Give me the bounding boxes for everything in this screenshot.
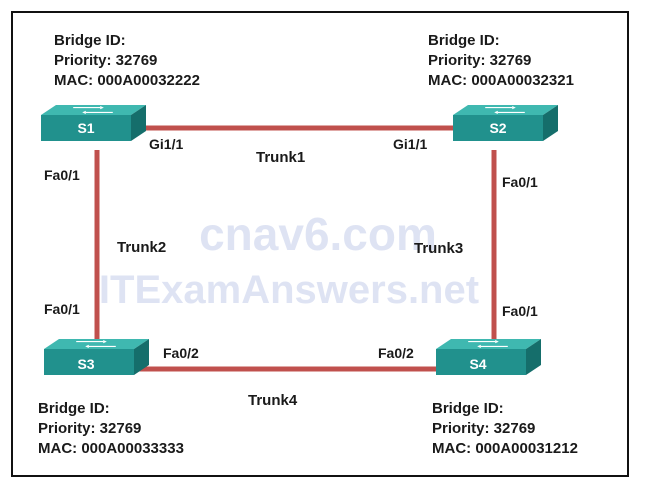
s3-mac-label: MAC: 000A00033333 [38, 440, 184, 457]
switch-name: S2 [489, 120, 506, 136]
switch-top-face [436, 339, 541, 349]
switch-top-face [453, 105, 558, 115]
switch-side-face [131, 105, 146, 141]
switch-front-face [453, 115, 543, 141]
s4-bridge-id-label: Bridge ID: [432, 400, 504, 417]
s2-fa01-port-label: Fa0/1 [502, 174, 538, 190]
s4-priority-label: Priority: 32769 [432, 420, 535, 437]
switch-front-face [41, 115, 131, 141]
trunk3-label: Trunk3 [414, 240, 463, 257]
s2-gi11-port-label: Gi1/1 [393, 136, 427, 152]
trunk2-label: Trunk2 [117, 239, 166, 256]
switch-name: S1 [77, 120, 94, 136]
diagram-frame [11, 11, 629, 477]
switch-side-face [543, 105, 558, 141]
s2-bridge-id-label: Bridge ID: [428, 32, 500, 49]
s1-priority-label: Priority: 32769 [54, 52, 157, 69]
s3-fa01-port-label: Fa0/1 [44, 301, 80, 317]
s2-mac-label: MAC: 000A00032321 [428, 72, 574, 89]
s1-gi11-port-label: Gi1/1 [149, 136, 183, 152]
switch-top-face [41, 105, 146, 115]
switch-side-face [526, 339, 541, 375]
trunk4-label: Trunk4 [248, 392, 298, 409]
trunk1-label: Trunk1 [256, 149, 305, 166]
s3-bridge-id-label: Bridge ID: [38, 400, 110, 417]
switch-s3[interactable]: S3 [44, 339, 149, 375]
s4-fa01-port-label: Fa0/1 [502, 303, 538, 319]
watermark-line1: cnav6.com [199, 208, 437, 260]
switch-name: S4 [469, 356, 486, 372]
switch-front-face [44, 349, 134, 375]
s4-fa02-port-label: Fa0/2 [378, 345, 414, 361]
switch-s1[interactable]: S1 [41, 105, 146, 141]
switch-name: S3 [77, 356, 94, 372]
watermark-line2: ITExamAnswers.net [99, 268, 479, 312]
s1-fa01-port-label: Fa0/1 [44, 167, 80, 183]
switch-side-face [134, 339, 149, 375]
switch-front-face [436, 349, 526, 375]
s1-mac-label: MAC: 000A00032222 [54, 72, 200, 89]
s3-priority-label: Priority: 32769 [38, 420, 141, 437]
s1-bridge-id-label: Bridge ID: [54, 32, 126, 49]
s3-fa02-port-label: Fa0/2 [163, 345, 199, 361]
switch-s2[interactable]: S2 [453, 105, 558, 141]
s4-mac-label: MAC: 000A00031212 [432, 440, 578, 457]
switch-top-face [44, 339, 149, 349]
switch-s4[interactable]: S4 [436, 339, 541, 375]
s2-priority-label: Priority: 32769 [428, 52, 531, 69]
